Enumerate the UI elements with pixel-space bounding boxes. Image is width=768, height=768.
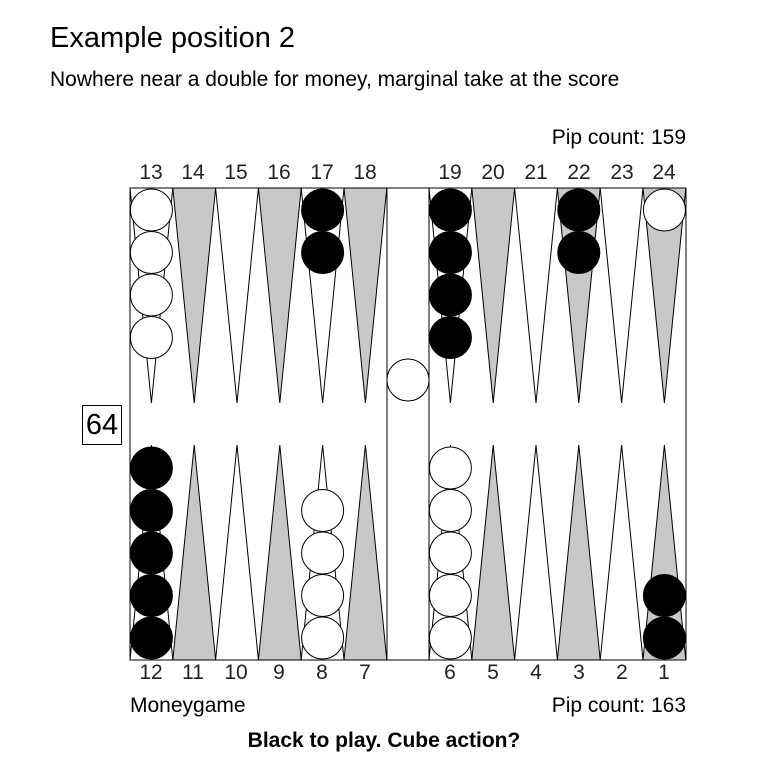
- checker-white-point-24[interactable]: [642, 188, 686, 232]
- checker-white-point-13[interactable]: [129, 188, 173, 232]
- checker-white-bar[interactable]: [386, 358, 430, 402]
- doubling-cube[interactable]: 64: [82, 405, 122, 445]
- checker-black-point-12[interactable]: [129, 489, 173, 532]
- point-number-23: 23: [610, 161, 634, 184]
- point-number-17: 17: [310, 161, 334, 184]
- turn-prompt: Black to play. Cube action?: [247, 729, 521, 752]
- match-type-label: Moneygame: [130, 694, 246, 717]
- point-number-11: 11: [182, 661, 204, 684]
- pip-count-bottom: Pip count: 163: [551, 694, 686, 717]
- checker-black-point-17[interactable]: [301, 188, 345, 232]
- checker-black-point-19[interactable]: [428, 188, 472, 232]
- checker-black-point-17[interactable]: [301, 231, 345, 274]
- checker-black-point-22[interactable]: [557, 188, 601, 232]
- pip-count-top: Pip count: 159: [551, 126, 686, 149]
- point-number-13: 13: [139, 161, 163, 184]
- point-number-14: 14: [181, 161, 205, 184]
- point-number-6: 6: [444, 661, 456, 684]
- checker-white-point-13[interactable]: [129, 231, 173, 274]
- checker-white-point-13[interactable]: [129, 273, 173, 317]
- point-number-12: 12: [139, 661, 163, 684]
- checker-black-point-12[interactable]: [129, 616, 173, 660]
- checker-black-point-1[interactable]: [642, 616, 686, 660]
- checker-white-point-8[interactable]: [301, 574, 345, 617]
- point-number-2: 2: [616, 661, 628, 684]
- point-number-1: 1: [658, 661, 670, 684]
- position-subtitle: Nowhere near a double for money, margina…: [50, 68, 620, 91]
- bar[interactable]: [386, 187, 430, 661]
- point-number-15: 15: [224, 161, 248, 184]
- checker-black-point-12[interactable]: [129, 446, 173, 490]
- point-number-22: 22: [567, 161, 591, 184]
- point-number-16: 16: [267, 161, 291, 184]
- checker-white-point-6[interactable]: [428, 531, 472, 575]
- checker-black-point-22[interactable]: [557, 231, 601, 274]
- checker-white-point-8[interactable]: [301, 531, 345, 575]
- checker-white-point-6[interactable]: [428, 574, 472, 617]
- point-number-4: 4: [530, 661, 542, 684]
- checker-white-point-6[interactable]: [428, 616, 472, 660]
- point-number-7: 7: [359, 661, 371, 684]
- checker-white-point-8[interactable]: [301, 489, 345, 532]
- checker-black-point-19[interactable]: [428, 273, 472, 317]
- point-number-10: 10: [224, 661, 248, 684]
- checker-white-point-6[interactable]: [428, 446, 472, 490]
- point-number-20: 20: [481, 161, 505, 184]
- point-number-9: 9: [273, 661, 285, 684]
- point-number-5: 5: [487, 661, 499, 684]
- checker-black-point-12[interactable]: [129, 531, 173, 575]
- point-number-8: 8: [316, 661, 328, 684]
- point-number-19: 19: [438, 161, 462, 184]
- checker-black-point-1[interactable]: [642, 574, 686, 617]
- checker-black-point-12[interactable]: [129, 574, 173, 617]
- checker-black-point-19[interactable]: [428, 316, 472, 359]
- position-title: Example position 2: [50, 22, 296, 54]
- point-number-18: 18: [353, 161, 377, 184]
- board-frame: [129, 187, 687, 661]
- checker-white-point-8[interactable]: [301, 616, 345, 660]
- checker-black-point-19[interactable]: [428, 231, 472, 274]
- point-number-24: 24: [652, 161, 676, 184]
- point-number-3: 3: [573, 661, 585, 684]
- checker-white-point-6[interactable]: [428, 489, 472, 532]
- point-number-21: 21: [524, 161, 548, 184]
- checker-white-point-13[interactable]: [129, 316, 173, 359]
